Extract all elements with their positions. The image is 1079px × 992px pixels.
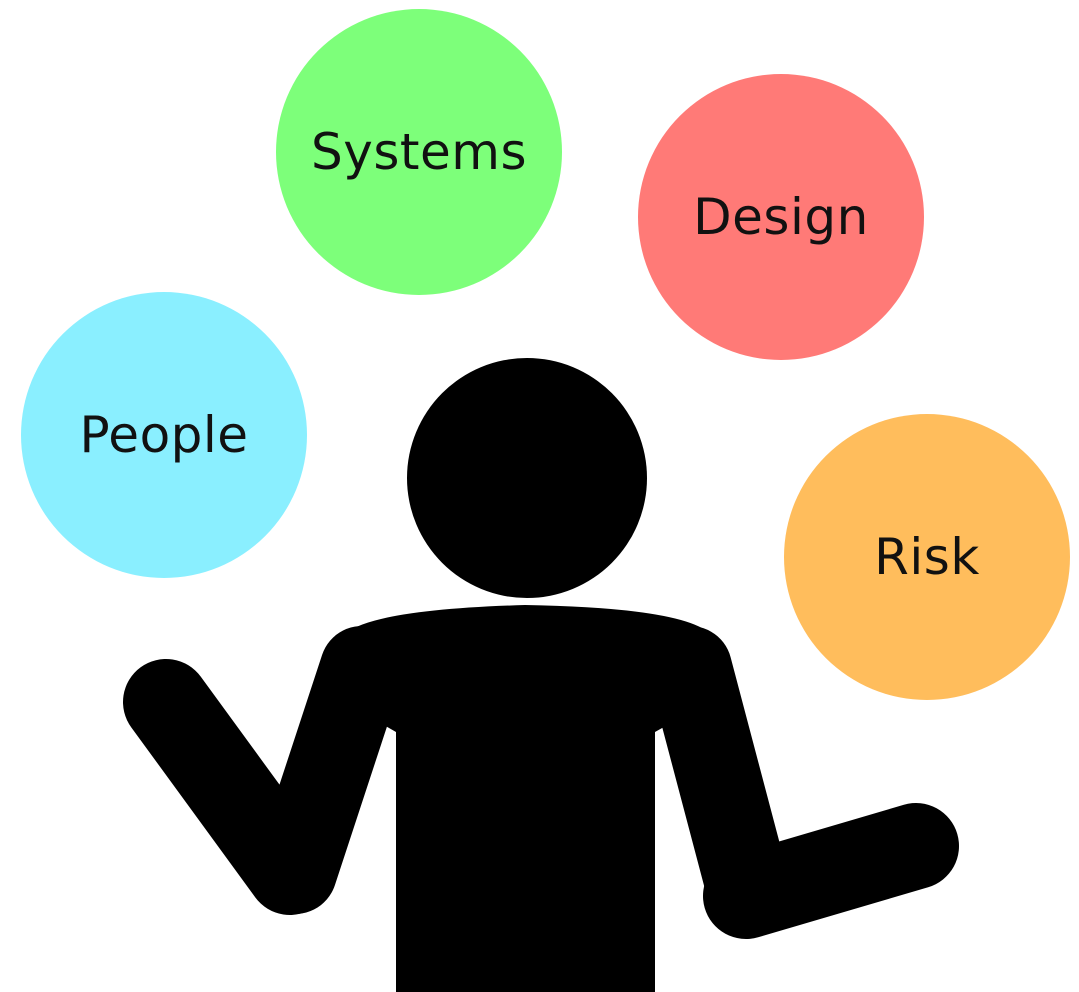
design-bubble: Design [638, 74, 924, 360]
right-upper-arm [648, 626, 788, 922]
person-figure [123, 358, 959, 992]
systems-label: Systems [311, 123, 527, 181]
left-forearm [123, 659, 333, 915]
systems-bubble: Systems [276, 9, 562, 295]
risk-label: Risk [874, 528, 980, 586]
people-bubble: People [21, 292, 307, 578]
risk-bubble: Risk [784, 414, 1070, 700]
design-label: Design [693, 188, 869, 246]
right-forearm [703, 803, 959, 939]
person-torso [340, 605, 715, 992]
people-label: People [79, 406, 249, 464]
person-head [407, 358, 647, 598]
